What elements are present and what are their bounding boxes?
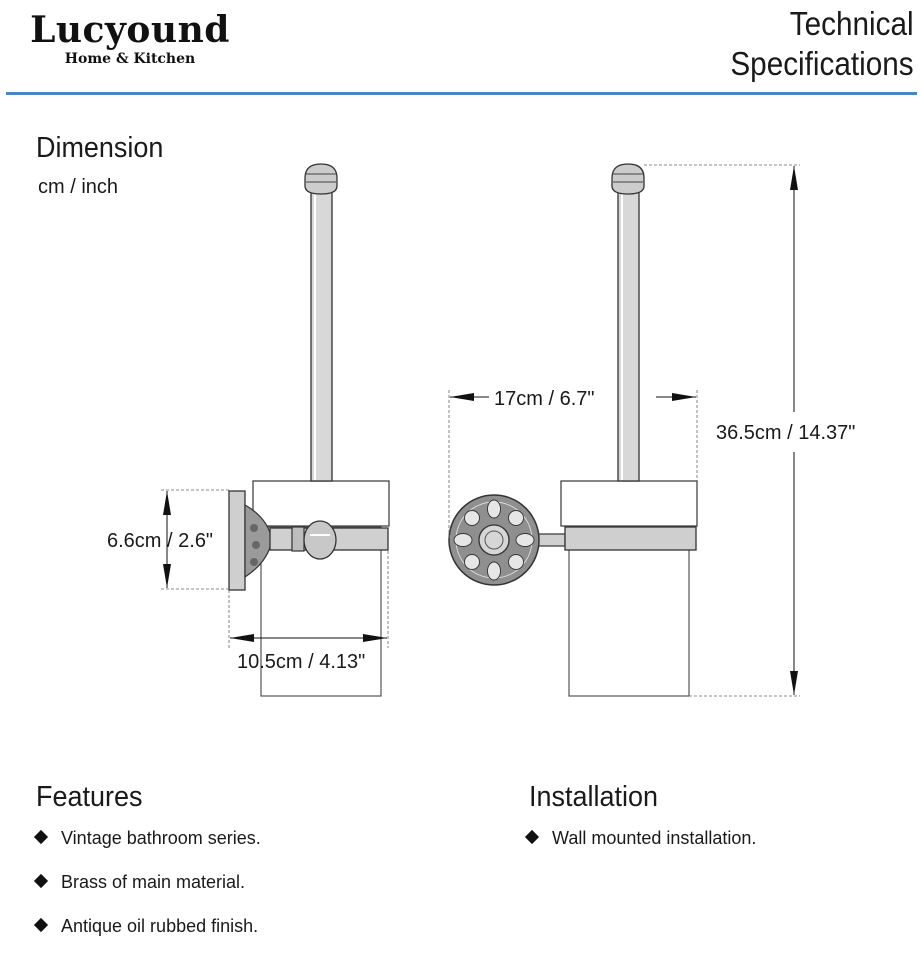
brand-logo: Lucyound Home & Kitchen xyxy=(12,8,248,68)
height-dimension-label: 6.6cm / 2.6" xyxy=(107,530,214,552)
header-divider xyxy=(6,92,917,95)
depth-dimension-label: 10.5cm / 4.13" xyxy=(237,651,366,673)
bullet-diamond-icon xyxy=(33,873,49,889)
brand-tagline: Home & Kitchen xyxy=(64,51,196,67)
bullet-diamond-icon xyxy=(33,829,49,845)
page-title-line-2: Specifications xyxy=(730,45,914,82)
bullet-diamond-icon xyxy=(524,829,540,845)
dimension-heading: Dimension xyxy=(36,132,164,164)
height-dimension xyxy=(161,489,229,590)
brand-name: Lucyound xyxy=(30,9,230,51)
bullet-diamond-icon xyxy=(33,917,49,933)
width-dimension xyxy=(448,390,698,540)
installation-heading: Installation xyxy=(529,781,658,813)
front-view-drawing xyxy=(448,163,698,697)
depth-dimension xyxy=(228,551,389,648)
width-dimension-label: 17cm / 6.7" xyxy=(494,388,595,410)
features-heading: Features xyxy=(36,781,143,813)
page-title: Technical Specifications xyxy=(731,4,914,84)
total-height-dimension xyxy=(644,164,800,697)
side-view-drawing xyxy=(228,163,390,697)
total-height-dimension-label: 36.5cm / 14.37" xyxy=(716,422,856,444)
units-label: cm / inch xyxy=(38,176,119,198)
page-title-line-1: Technical xyxy=(790,5,914,42)
product-drawing xyxy=(161,163,800,697)
